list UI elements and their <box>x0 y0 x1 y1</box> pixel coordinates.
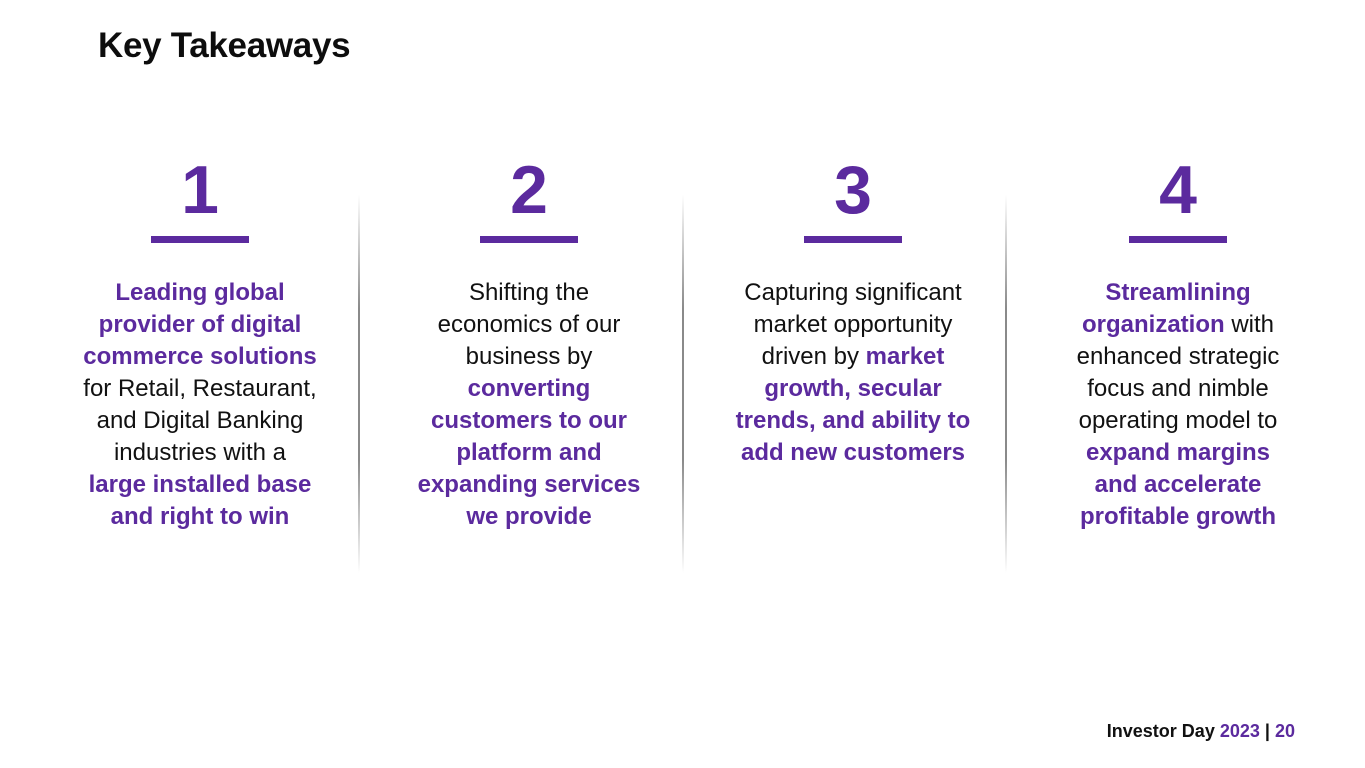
highlight-text: provider of digital <box>98 311 302 338</box>
text-line: and Digital Banking <box>50 405 350 437</box>
highlight-text: large installed base <box>88 471 312 498</box>
text-line: customers to our <box>379 405 679 437</box>
footer-separator: | <box>1264 721 1270 741</box>
plain-text: economics of our <box>437 311 621 338</box>
highlight-text: we provide <box>466 503 592 530</box>
plain-text: for Retail, Restaurant, <box>83 375 317 402</box>
highlight-text: and accelerate <box>1094 471 1262 498</box>
plain-text: operating model to <box>1078 407 1278 434</box>
takeaway-number: 4 <box>1159 152 1197 228</box>
text-line: converting <box>379 373 679 405</box>
text-line: we provide <box>379 501 679 533</box>
highlight-text: commerce solutions <box>83 343 317 370</box>
footer-event: Investor Day <box>1106 721 1215 741</box>
number-underline <box>151 236 249 243</box>
column-divider <box>682 195 684 573</box>
highlight-text: trends, and ability to <box>735 407 971 434</box>
text-line: for Retail, Restaurant, <box>50 373 350 405</box>
text-line: provider of digital <box>50 309 350 341</box>
plain-text: Shifting the <box>468 279 590 306</box>
text-line: Capturing significant <box>703 277 1003 309</box>
page-number: 20 <box>1274 721 1295 741</box>
text-line: platform and <box>379 437 679 469</box>
footer-year: 2023 <box>1219 721 1260 741</box>
highlight-text: add new customers <box>740 439 966 466</box>
plain-text: market opportunity <box>753 311 953 338</box>
column-divider <box>1005 195 1007 573</box>
text-line: growth, secular <box>703 373 1003 405</box>
highlight-text: market <box>865 343 945 370</box>
highlight-text: organization <box>1081 311 1225 338</box>
number-underline <box>480 236 578 243</box>
highlight-text: profitable growth <box>1080 503 1276 530</box>
plain-text: driven by <box>761 343 866 370</box>
number-underline <box>804 236 902 243</box>
highlight-text: and right to win <box>110 503 290 530</box>
plain-text: with <box>1224 311 1275 338</box>
slide-title: Key Takeaways <box>98 26 351 65</box>
text-line: Leading global <box>50 277 350 309</box>
text-line: business by <box>379 341 679 373</box>
plain-text: business by <box>465 343 593 370</box>
highlight-text: customers to our <box>430 407 628 434</box>
text-line: organization with <box>1028 309 1328 341</box>
text-line: and accelerate <box>1028 469 1328 501</box>
text-line: enhanced strategic <box>1028 341 1328 373</box>
plain-text: Capturing significant <box>744 279 962 306</box>
highlight-text: converting <box>467 375 591 402</box>
takeaway-text: Shifting the economics of our business by c… <box>379 277 679 533</box>
column-divider <box>358 195 360 573</box>
takeaway-number: 1 <box>181 152 219 228</box>
plain-text: enhanced strategic <box>1076 343 1280 370</box>
text-line: and right to win <box>50 501 350 533</box>
text-line: industries with a <box>50 437 350 469</box>
text-line: large installed base <box>50 469 350 501</box>
text-line: economics of our <box>379 309 679 341</box>
number-underline <box>1129 236 1227 243</box>
takeaway-number: 3 <box>834 152 872 228</box>
text-line: expand margins <box>1028 437 1328 469</box>
text-line: Shifting the <box>379 277 679 309</box>
highlight-text: platform and <box>456 439 602 466</box>
highlight-text: expand margins <box>1085 439 1271 466</box>
highlight-text: Leading global <box>115 279 285 306</box>
text-line: focus and nimble <box>1028 373 1328 405</box>
plain-text: focus and nimble <box>1087 375 1269 402</box>
takeaway-text: Capturing significant market opportunity d… <box>703 277 1003 469</box>
text-line: driven by market <box>703 341 1003 373</box>
text-line: Streamlining <box>1028 277 1328 309</box>
text-line: market opportunity <box>703 309 1003 341</box>
highlight-text: growth, secular <box>764 375 942 402</box>
highlight-text: Streamlining <box>1105 279 1251 306</box>
footer: Investor Day 2023 | 20 <box>1107 721 1295 742</box>
text-line: operating model to <box>1028 405 1328 437</box>
text-line: profitable growth <box>1028 501 1328 533</box>
plain-text: and Digital Banking <box>96 407 304 434</box>
takeaway-text: Leading global provider of digital commerc… <box>50 277 350 533</box>
text-line: add new customers <box>703 437 1003 469</box>
text-line: expanding services <box>379 469 679 501</box>
text-line: trends, and ability to <box>703 405 1003 437</box>
highlight-text: expanding services <box>417 471 641 498</box>
text-line: commerce solutions <box>50 341 350 373</box>
takeaway-number: 2 <box>510 152 548 228</box>
plain-text: industries with a <box>113 439 287 466</box>
